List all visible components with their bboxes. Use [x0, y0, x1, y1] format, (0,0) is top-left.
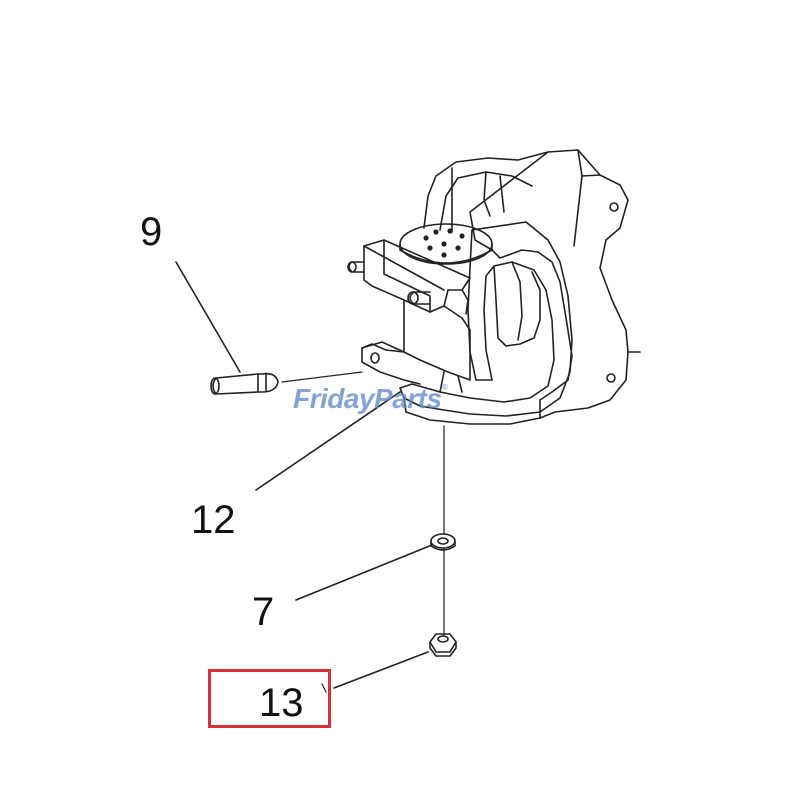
- leader-7: [295, 544, 433, 601]
- highlight-box: [208, 669, 331, 728]
- top-loop: [423, 151, 549, 229]
- back-plate: [469, 149, 629, 419]
- washer-7: [430, 533, 456, 551]
- callout-part-13[interactable]: 13: [259, 681, 304, 725]
- bolt-9: [210, 372, 279, 395]
- watermark-registered: ®: [441, 383, 448, 392]
- plate-hole-bottom: [606, 373, 616, 383]
- watermark-text-b: Parts: [374, 383, 442, 414]
- bolt-hole: [370, 352, 380, 364]
- watermark-text-a: Friday: [293, 383, 375, 414]
- callout-part-7[interactable]: 7: [252, 590, 275, 634]
- plate-hole-top: [609, 202, 619, 212]
- web-plate: [403, 299, 471, 381]
- callout-part-9[interactable]: 9: [140, 210, 163, 254]
- disc-holes: [423, 228, 465, 258]
- leader-13: [333, 651, 429, 689]
- nut-13: [429, 633, 457, 657]
- callout-part-12[interactable]: 12: [191, 498, 236, 542]
- leader-9: [175, 261, 241, 373]
- watermark-logo: FridayParts®: [293, 383, 448, 415]
- front-frame: [399, 221, 573, 417]
- plate-edge-line: [573, 175, 583, 247]
- leader-12: [255, 391, 401, 491]
